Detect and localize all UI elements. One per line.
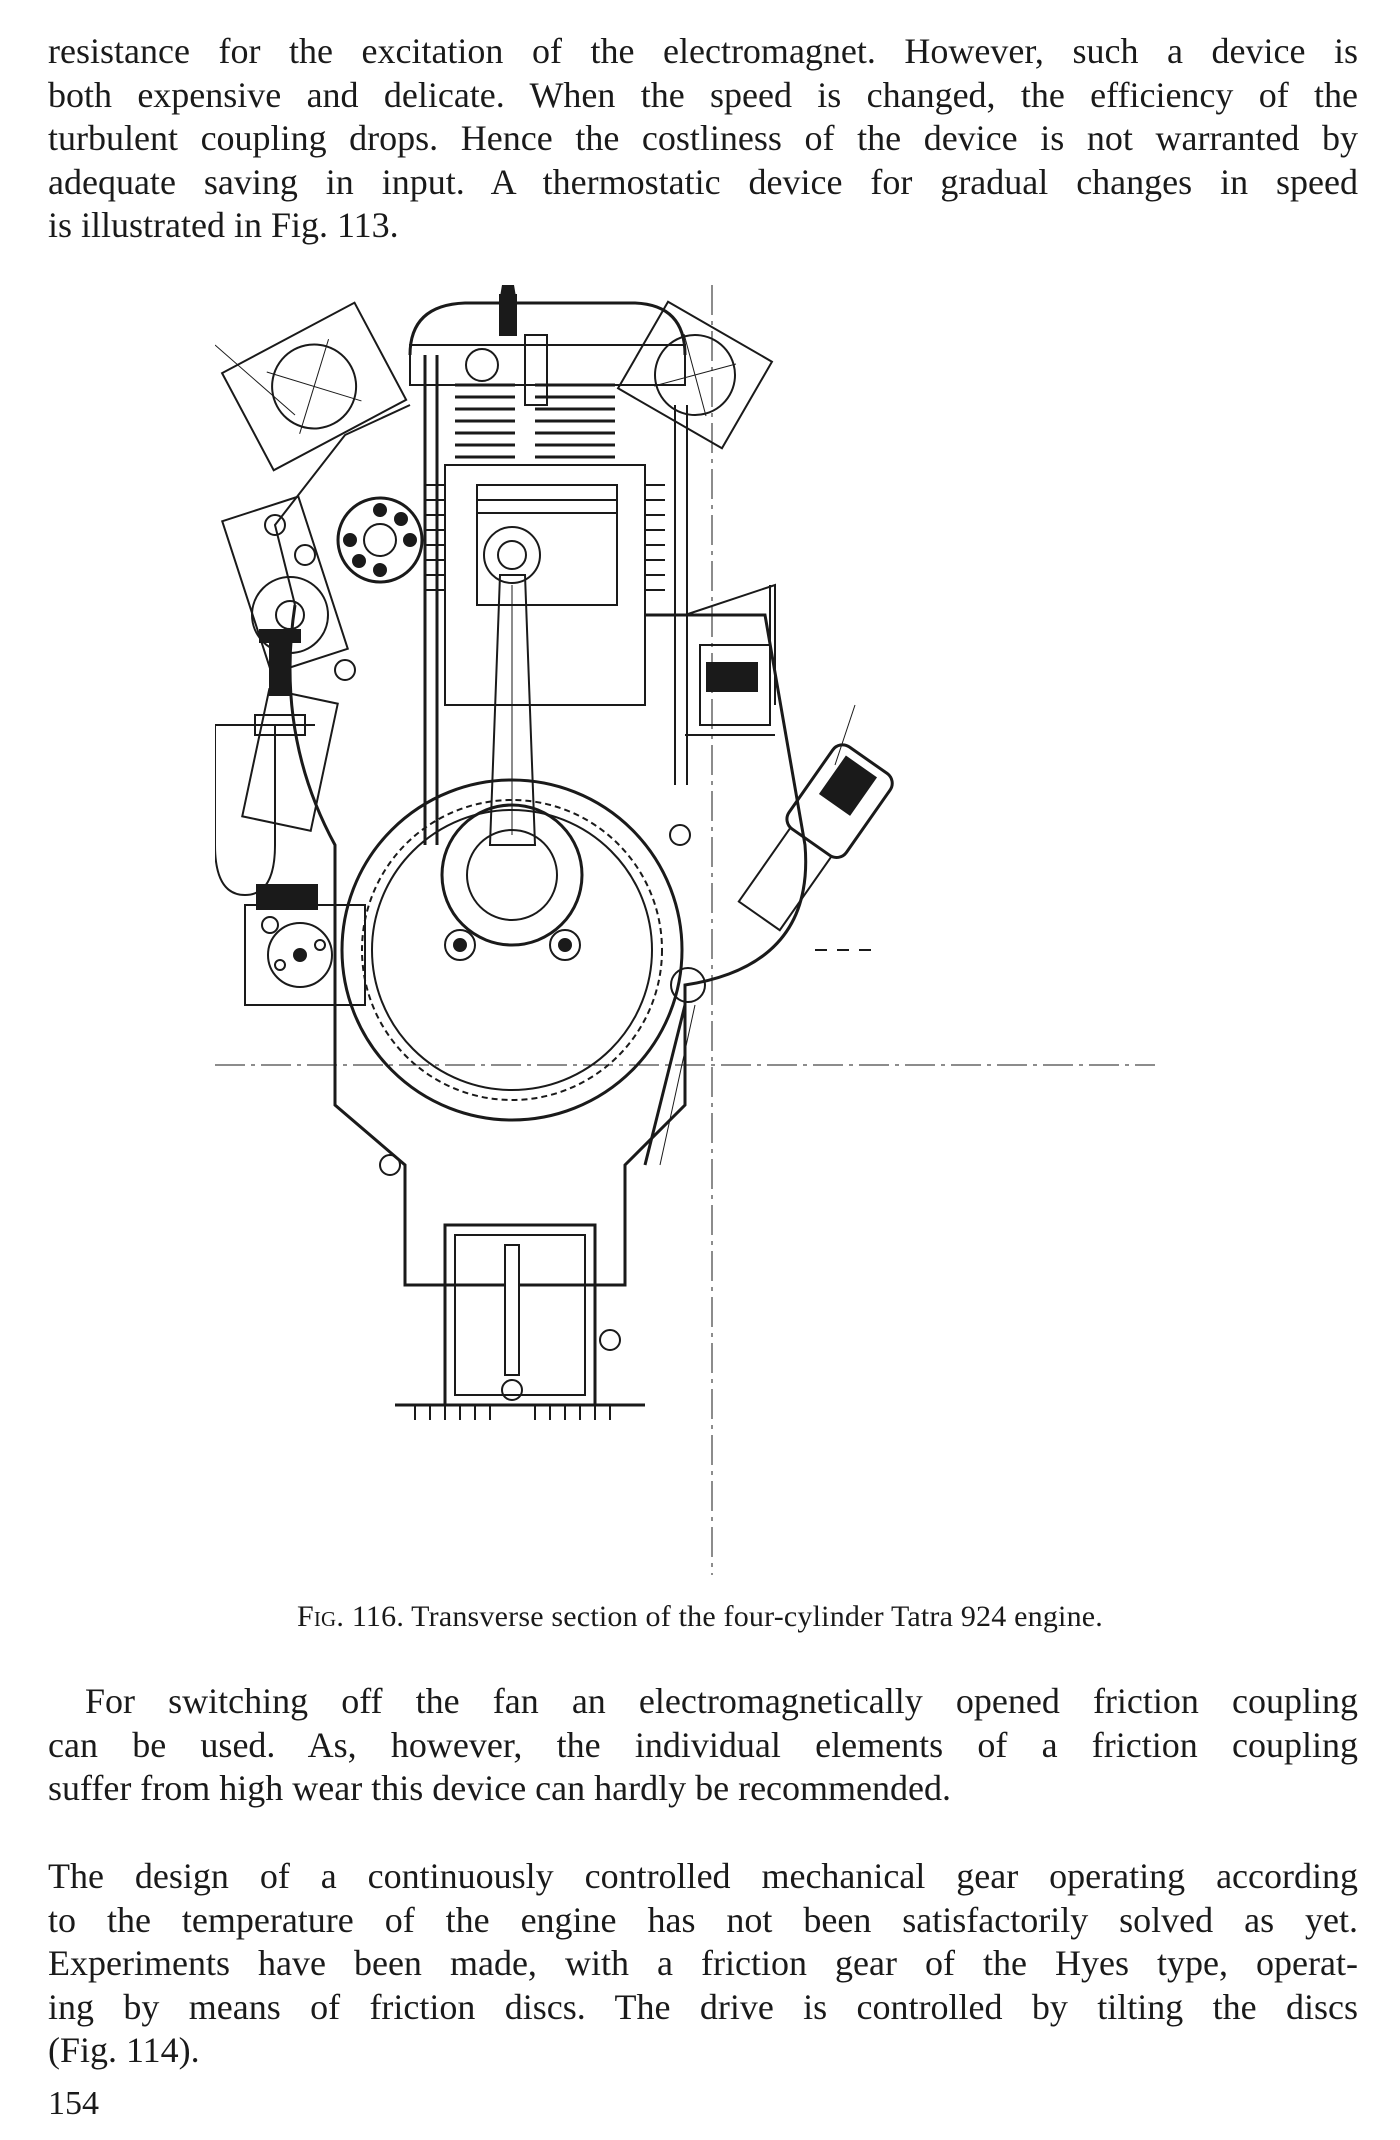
text-line: adequate saving in input. A thermostatic… bbox=[48, 161, 1358, 202]
text-line: to the temperature of the engine has not… bbox=[48, 1899, 1358, 1940]
figure-caption: Fig. 116. Transverse section of the four… bbox=[0, 1600, 1400, 1634]
text-line: can be used. As, however, the individual… bbox=[48, 1724, 1358, 1765]
paragraph-mechanical-gear: The design of a continuously controlled … bbox=[48, 1855, 1358, 2073]
text-line: resistance for the excitation of the ele… bbox=[48, 31, 1358, 71]
paragraph-intro: resistance for the excitation of the ele… bbox=[48, 30, 1358, 248]
text-line: is illustrated in Fig. 113. bbox=[48, 205, 399, 245]
figure-label: Fig. 116. bbox=[296, 1600, 405, 1633]
engine-cross-section-drawing bbox=[175, 284, 1190, 1575]
text-line: both expensive and delicate. When the sp… bbox=[48, 74, 1358, 115]
text-line: For switching off the fan an electromagn… bbox=[85, 1681, 1358, 1721]
text-line: Experiments have been made, with a frict… bbox=[48, 1943, 1358, 1983]
text-line: ing by means of friction discs. The driv… bbox=[48, 1986, 1358, 2027]
figure-caption-text: Transverse section of the four-cylinder … bbox=[404, 1600, 1104, 1633]
text-line: turbulent coupling drops. Hence the cost… bbox=[48, 118, 1358, 158]
page-number: 154 bbox=[48, 2085, 99, 2122]
text-line: (Fig. 114). bbox=[48, 2030, 200, 2070]
text-line: The design of a continuously controlled … bbox=[48, 1856, 1358, 1896]
text-line: suffer from high wear this device can ha… bbox=[48, 1768, 951, 1808]
paragraph-friction-coupling: For switching off the fan an electromagn… bbox=[48, 1680, 1358, 1811]
